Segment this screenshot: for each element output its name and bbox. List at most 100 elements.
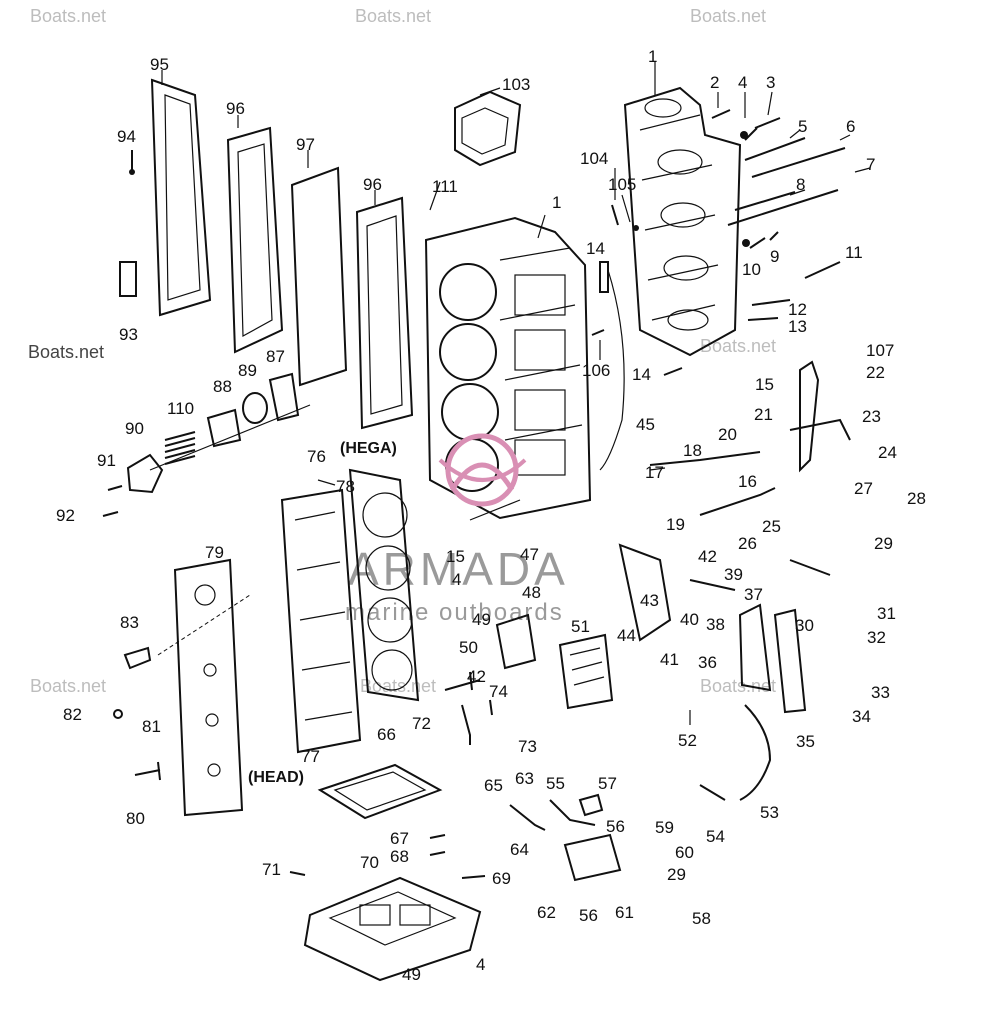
part-label: 71: [262, 860, 281, 879]
part-label: 14: [632, 365, 651, 384]
hose-53: [739, 704, 772, 801]
part-label: 67: [390, 829, 409, 848]
cover-90: [126, 453, 164, 494]
armada-logo: ARMADA marine outboards: [345, 433, 565, 626]
gasket-66: [317, 763, 443, 820]
part-label: 104: [580, 149, 608, 168]
part-label: 57: [598, 774, 617, 793]
part-label: 29: [874, 534, 893, 553]
part-label: 8: [796, 175, 805, 194]
part-label: 33: [871, 683, 890, 702]
part-label: 73: [518, 737, 537, 756]
clip-54: [699, 784, 726, 801]
part-label: 20: [718, 425, 737, 444]
part-label: 43: [640, 591, 659, 610]
part-label: 15: [446, 547, 465, 566]
head-gasket-76: [348, 468, 420, 702]
spring-110: [164, 431, 196, 465]
part-label: 4: [452, 570, 461, 589]
part-label: 63: [515, 769, 534, 788]
part-label: 77: [301, 747, 320, 766]
part-label: 68: [390, 847, 409, 866]
leader-lines: [161, 62, 871, 725]
part-label: 49: [402, 965, 421, 984]
linkage-assembly: [618, 360, 851, 714]
part-label: 18: [683, 441, 702, 460]
bolt-68: [429, 851, 446, 856]
part-label: 1: [552, 193, 561, 212]
linkage-lower: [509, 793, 622, 882]
thermostat-88: [206, 408, 242, 448]
part-label: 95: [150, 55, 169, 74]
part-label: 79: [205, 543, 224, 562]
part-label: 38: [706, 615, 725, 634]
part-103-kit: [454, 90, 522, 167]
part-label: 29: [667, 865, 686, 884]
part-label: 66: [377, 725, 396, 744]
fitting-82: [113, 709, 123, 719]
part-label: 90: [125, 419, 144, 438]
part-label: 107: [866, 341, 894, 360]
part-label: 89: [238, 361, 257, 380]
part-label: 34: [852, 707, 871, 726]
watermark-text: Boats.net: [690, 6, 766, 26]
part-label: 92: [56, 506, 75, 525]
seal-89: [242, 392, 268, 424]
part-label: 62: [537, 903, 556, 922]
bolt-set-upper-right: [711, 109, 846, 321]
part-label: 9: [770, 247, 779, 266]
part-label: 40: [680, 610, 699, 629]
part-label: 3: [766, 73, 775, 92]
part-label: 22: [866, 363, 885, 382]
part-label: 45: [636, 415, 655, 434]
part-label: 47: [520, 545, 539, 564]
part-label: 82: [63, 705, 82, 724]
part-label: 5: [798, 117, 807, 136]
part-label: 93: [119, 325, 138, 344]
part-label: 19: [666, 515, 685, 534]
watermark-brand-sub: marine outboards: [345, 599, 564, 626]
crankcase: [623, 86, 742, 357]
pin-14: [599, 261, 683, 376]
head-plate-79: [173, 558, 244, 817]
watermark-text: Boats.net: [28, 342, 104, 362]
bolt-80: [134, 769, 161, 776]
watermark-text: Boats.net: [30, 6, 106, 26]
part-label: 103: [502, 75, 530, 94]
plug-83: [123, 646, 152, 670]
part-label: 10: [742, 260, 761, 279]
gasket-95: [150, 78, 212, 317]
part-label: 25: [762, 517, 781, 536]
clip-42: [444, 671, 481, 691]
stud-104: [611, 204, 619, 226]
part-label: 16: [738, 472, 757, 491]
leader-line: [149, 404, 311, 471]
part-label: 14: [586, 239, 605, 258]
part-label: 24: [878, 443, 897, 462]
watermark-text: Boats.net: [355, 6, 431, 26]
cover-50: [495, 613, 537, 670]
bolt-81: [157, 761, 161, 781]
part-label: 15: [755, 375, 774, 394]
leader-line: [157, 594, 251, 656]
clip-74: [489, 699, 493, 716]
part-label: 60: [675, 843, 694, 862]
part-label: 12: [788, 300, 807, 319]
part-label: 39: [724, 565, 743, 584]
part-label: 111: [432, 177, 458, 196]
head-tag: (HEAD): [248, 769, 304, 786]
part-label: 4: [476, 955, 485, 974]
bracket-72: [461, 704, 471, 745]
part-label: 7: [866, 155, 875, 174]
part-label: 105: [608, 175, 636, 194]
hega-tag: (HEGA): [340, 440, 397, 457]
part-label: 110: [167, 399, 194, 418]
part-label: 70: [360, 853, 379, 872]
bolt-67: [429, 834, 446, 839]
watermark-text: Boats.net: [700, 676, 776, 696]
cylinder-head-77: [280, 488, 362, 754]
part-label: 21: [754, 405, 773, 424]
part-label: 26: [738, 534, 757, 553]
bolt-71: [289, 871, 306, 876]
part-label: 59: [655, 818, 674, 837]
